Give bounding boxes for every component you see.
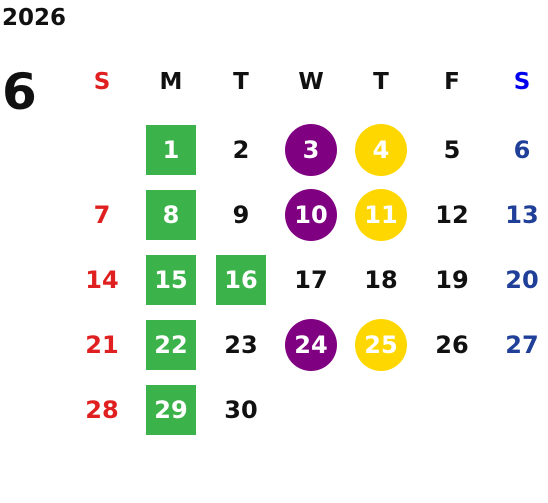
day-17[interactable]: 17 xyxy=(294,266,328,294)
day-7[interactable]: 7 xyxy=(93,201,111,229)
month-label: 6 xyxy=(2,63,37,121)
day-4[interactable]: 4 xyxy=(355,124,407,176)
day-2[interactable]: 2 xyxy=(232,136,250,164)
weekday-header-0: S xyxy=(93,68,111,95)
day-6[interactable]: 6 xyxy=(513,136,531,164)
day-20[interactable]: 20 xyxy=(505,266,539,294)
weekday-header-3: W xyxy=(298,68,324,95)
weekday-header-1: M xyxy=(159,68,183,95)
day-15[interactable]: 15 xyxy=(146,255,196,305)
day-16[interactable]: 16 xyxy=(216,255,266,305)
day-23[interactable]: 23 xyxy=(224,331,258,359)
day-13[interactable]: 13 xyxy=(505,201,539,229)
day-26[interactable]: 26 xyxy=(435,331,469,359)
weekday-header-6: S xyxy=(513,68,531,95)
day-10[interactable]: 10 xyxy=(285,189,337,241)
weekday-header-2: T xyxy=(233,68,249,95)
day-8[interactable]: 8 xyxy=(146,190,196,240)
day-28[interactable]: 28 xyxy=(85,396,119,424)
day-14[interactable]: 14 xyxy=(85,266,119,294)
day-21[interactable]: 21 xyxy=(85,331,119,359)
day-30[interactable]: 30 xyxy=(224,396,258,424)
day-29[interactable]: 29 xyxy=(146,385,196,435)
day-25[interactable]: 25 xyxy=(355,319,407,371)
day-11[interactable]: 11 xyxy=(355,189,407,241)
day-27[interactable]: 27 xyxy=(505,331,539,359)
day-22[interactable]: 22 xyxy=(146,320,196,370)
year-label: 2026 xyxy=(2,5,67,31)
day-12[interactable]: 12 xyxy=(435,201,469,229)
day-24[interactable]: 24 xyxy=(285,319,337,371)
day-5[interactable]: 5 xyxy=(443,136,461,164)
day-3[interactable]: 3 xyxy=(285,124,337,176)
weekday-header-5: F xyxy=(444,68,460,95)
day-1[interactable]: 1 xyxy=(146,125,196,175)
day-18[interactable]: 18 xyxy=(364,266,398,294)
day-19[interactable]: 19 xyxy=(435,266,469,294)
weekday-header-4: T xyxy=(373,68,389,95)
day-9[interactable]: 9 xyxy=(232,201,250,229)
